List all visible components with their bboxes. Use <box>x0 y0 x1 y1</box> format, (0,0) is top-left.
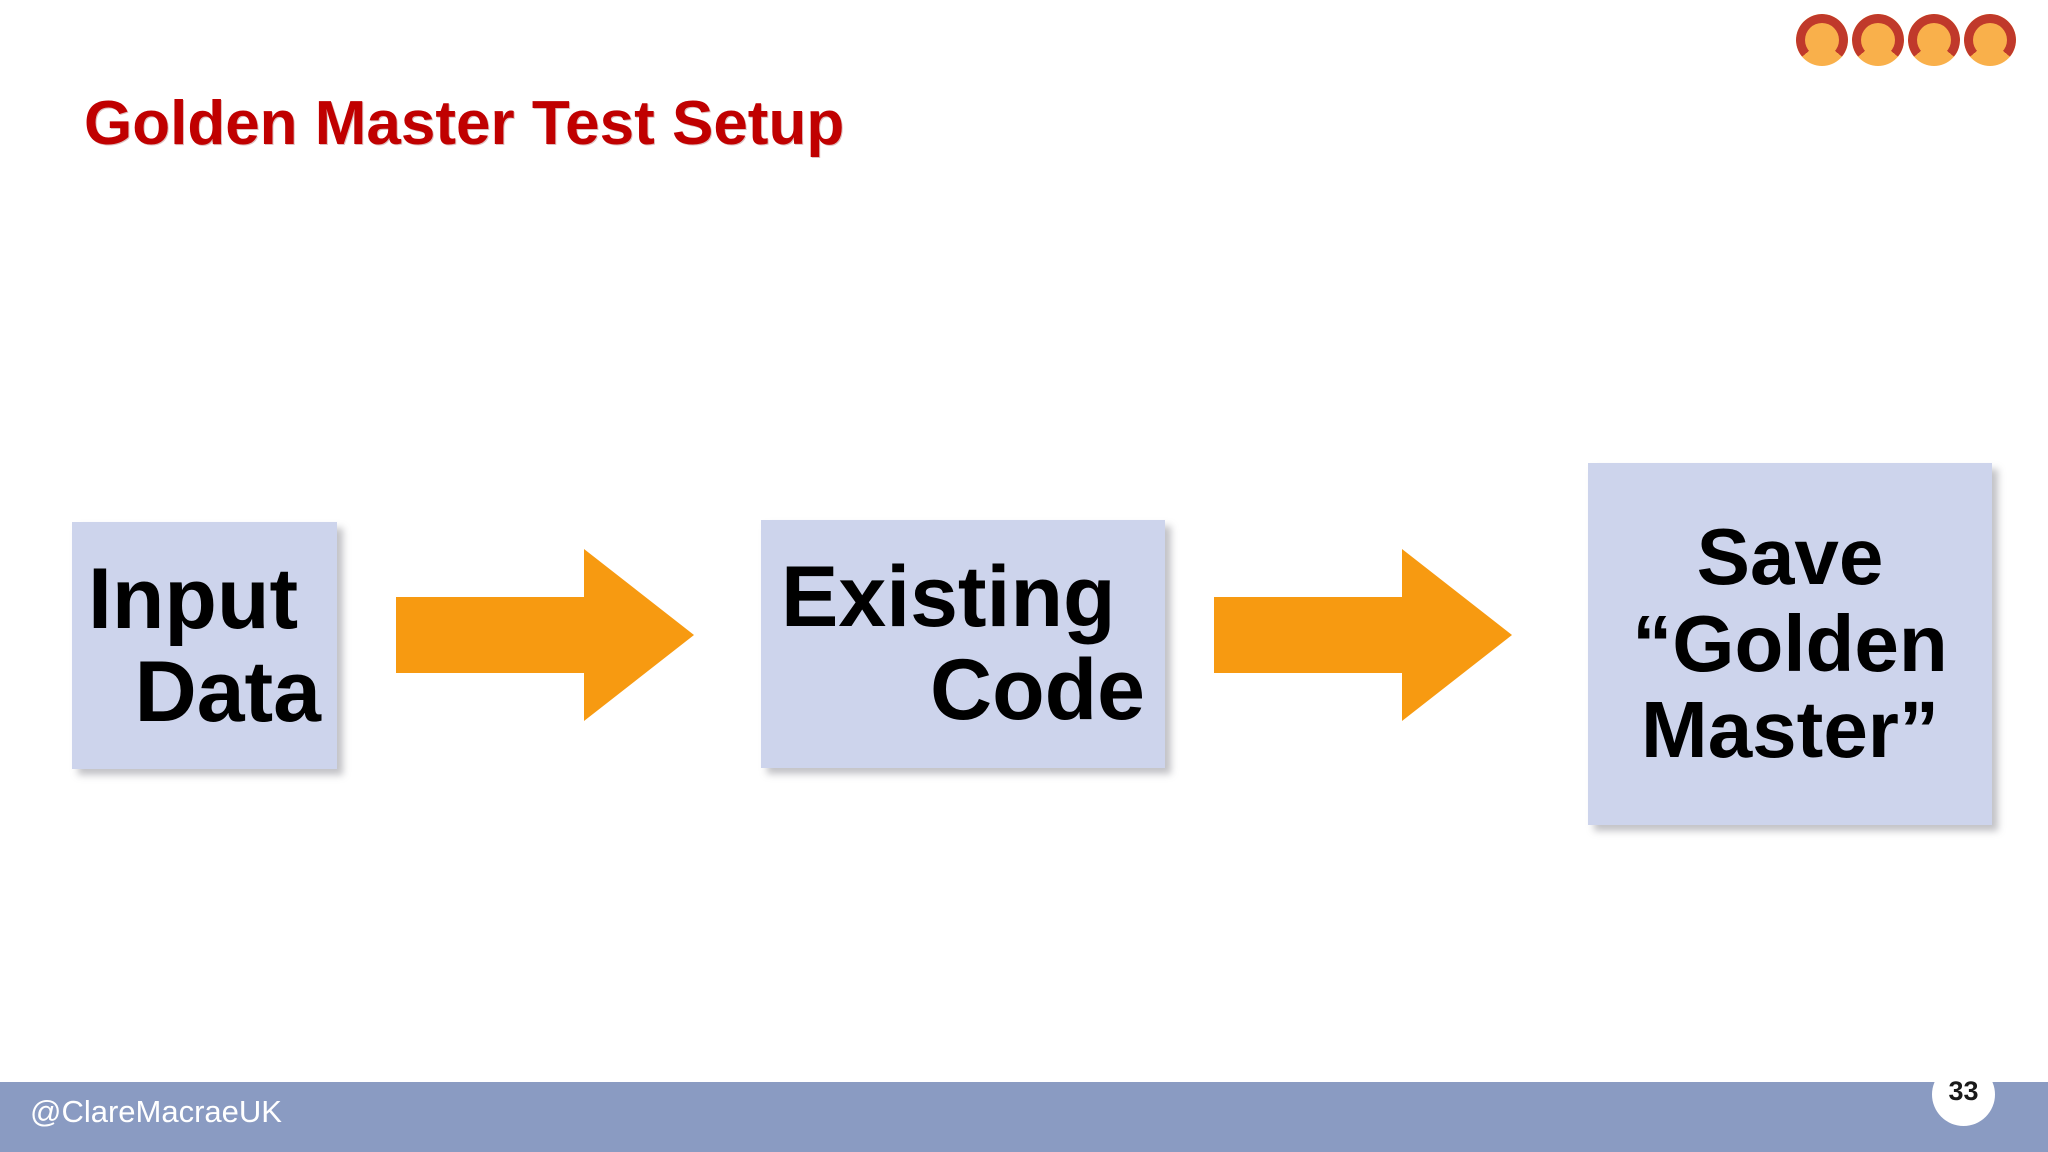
logo-circle-3-icon <box>1897 3 1971 77</box>
process-box-line: Input <box>88 550 299 647</box>
logo-arc-inner <box>1804 22 1840 58</box>
logo-arc-inner <box>1916 22 1952 58</box>
process-box-line: Master” <box>1641 685 1939 775</box>
process-box-line: Data <box>134 643 321 740</box>
process-box-line: Code <box>930 642 1145 738</box>
process-box-input-data: Input Data <box>72 522 337 769</box>
process-box-line: “Golden <box>1632 598 1948 688</box>
logo-arc-inner <box>1860 22 1896 58</box>
footer-handle: @ClareMacraeUK <box>30 1094 282 1129</box>
logo-arc-inner <box>1972 22 2008 58</box>
footer-bar <box>0 1082 2048 1152</box>
page-number: 33 <box>1948 1076 1979 1106</box>
four-c-circles-logo <box>1785 3 2036 77</box>
logo-circle-2-icon <box>1841 3 1915 77</box>
process-box-line: Save <box>1696 512 1884 602</box>
process-box-existing-code: Existing Code <box>761 520 1165 768</box>
process-box-line: Existing <box>781 549 1116 646</box>
slide-title: Golden Master Test Setup <box>84 89 845 158</box>
logo-circle-1-icon <box>1785 3 1859 77</box>
logo-circle-4-icon <box>1953 3 2027 77</box>
arrow-existing-to-save-icon <box>1214 549 1512 721</box>
arrow-input-to-existing-icon <box>396 549 694 721</box>
process-box-save-golden-master: Save “Golden Master” <box>1588 463 1992 825</box>
page-number-badge: 33 <box>1932 1063 1995 1126</box>
